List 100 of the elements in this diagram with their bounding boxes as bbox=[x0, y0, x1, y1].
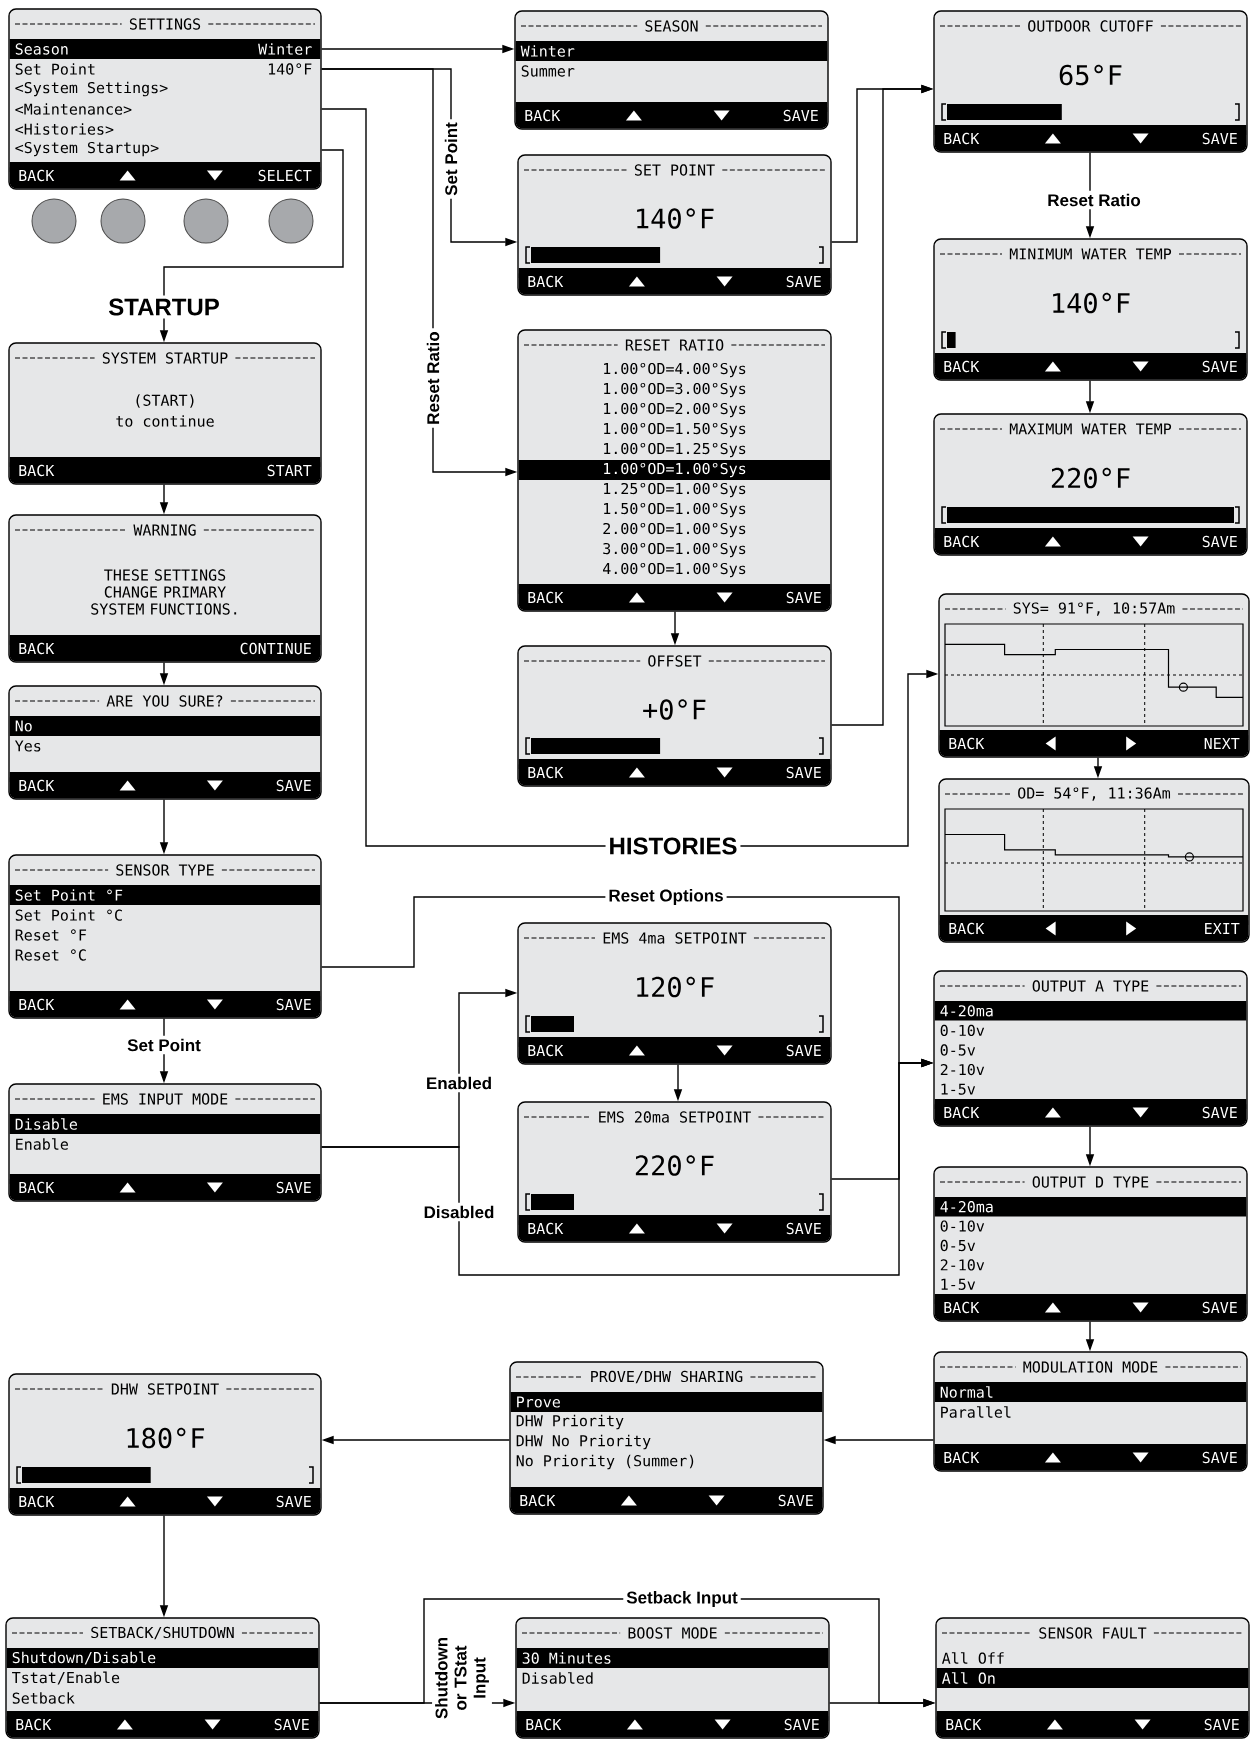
lcd-screen bbox=[8, 685, 322, 800]
menu-item: Summer bbox=[521, 65, 575, 77]
softkey-label: BACK bbox=[19, 1495, 55, 1508]
selected-menu-item: Disable bbox=[9, 1114, 321, 1134]
softkey-label: SAVE bbox=[276, 779, 311, 792]
softkey-label: BACK bbox=[949, 922, 985, 935]
menu-item: 1.00°OD=2.00°Sys bbox=[604, 402, 746, 418]
menu-item: <System Settings> bbox=[15, 81, 168, 97]
screen-title: OUTPUT D TYPE bbox=[1032, 1176, 1149, 1188]
screen-title: SYSTEM STARTUP bbox=[102, 352, 228, 364]
menu-item: Parallel bbox=[941, 1406, 1011, 1418]
softkey-label: SAVE bbox=[1202, 1106, 1237, 1119]
menu-item: 0-5v bbox=[940, 1044, 976, 1056]
menu-item: 3.00°OD=1.00°Sys bbox=[603, 542, 746, 558]
menu-item: <Histories> bbox=[15, 123, 114, 135]
menu-item: DHW No Priority bbox=[516, 1434, 651, 1450]
selected-menu-item: Set Point °F bbox=[9, 885, 321, 905]
softkey-label: SAVE bbox=[786, 1044, 821, 1057]
softkey-label: EXIT bbox=[1205, 923, 1240, 934]
softkey-label: BACK bbox=[526, 1718, 562, 1731]
lcd-screen bbox=[933, 970, 1248, 1127]
softkey-label: BACK bbox=[944, 1106, 980, 1119]
selected-menu-item: 30 Minutes bbox=[516, 1648, 829, 1668]
softkey-label: BACK bbox=[19, 779, 55, 792]
screen-title: OUTPUT A TYPE bbox=[1032, 980, 1149, 992]
softkey-label: SAVE bbox=[786, 275, 821, 288]
lcd-screen bbox=[933, 413, 1248, 556]
menu-item: 2-10v bbox=[940, 1259, 985, 1271]
softkey-label: BACK bbox=[944, 132, 980, 145]
menu-item: 2.00°OD=1.00°Sys bbox=[603, 522, 746, 538]
softkey-label: SAVE bbox=[274, 1718, 309, 1731]
screen-title: SET POINT bbox=[634, 164, 715, 176]
screen-title: SETBACK/SHUTDOWN bbox=[91, 1626, 234, 1640]
screen-title: SENSOR FAULT bbox=[1039, 1627, 1147, 1639]
screen-title: EMS INPUT MODE bbox=[103, 1093, 228, 1105]
selected-menu-item: 4-20ma bbox=[934, 1001, 1247, 1021]
lcd-screen bbox=[517, 645, 832, 787]
softkey-label: BACK bbox=[949, 737, 985, 750]
menu-item: Tstat/Enable bbox=[12, 1671, 120, 1685]
edge-label: HISTORIES bbox=[605, 834, 741, 858]
softkey-label: SAVE bbox=[1202, 132, 1237, 145]
value-readout: 120°F bbox=[637, 976, 714, 998]
edge-label: Reset Options bbox=[605, 886, 727, 908]
softkey-label: SAVE bbox=[1202, 360, 1237, 373]
menu-item: <System Startup> bbox=[15, 141, 159, 157]
value-readout: +0°F bbox=[643, 699, 706, 720]
edge-label: Reset Ratio bbox=[1044, 190, 1144, 210]
prompt-text: to continue bbox=[116, 415, 214, 427]
node-label: Set Point bbox=[15, 63, 95, 75]
lcd-screen bbox=[509, 1361, 824, 1515]
softkey-label: SAVE bbox=[276, 1181, 311, 1194]
softkey-label: BACK bbox=[944, 1301, 980, 1314]
menu-item: <Maintenance> bbox=[15, 103, 132, 115]
screen-title: BOOST MODE bbox=[628, 1627, 717, 1639]
menu-item: 1.25°OD=1.00°Sys bbox=[604, 482, 746, 498]
softkey-label: BACK bbox=[19, 169, 55, 182]
lcd-screen bbox=[938, 778, 1250, 943]
softkey-label: BACK bbox=[528, 766, 564, 779]
screen-title: OFFSET bbox=[648, 655, 702, 667]
screen-title: MODULATION MODE bbox=[1023, 1361, 1158, 1373]
lcd-screen bbox=[933, 1351, 1248, 1472]
lcd-screen bbox=[8, 342, 322, 485]
edge-label: Set Point bbox=[441, 119, 461, 199]
softkey-label: START bbox=[267, 464, 312, 477]
selected-menu-item: No bbox=[9, 716, 321, 736]
menu-item: 1.00°OD=1.50°Sys bbox=[604, 422, 746, 438]
edge-label: Disabled bbox=[420, 1202, 498, 1222]
menu-item: DHW Priority bbox=[516, 1414, 624, 1430]
screen-title: WARNING bbox=[133, 524, 196, 536]
softkey-label: SAVE bbox=[1204, 1718, 1239, 1731]
value-readout: 140°F bbox=[1053, 292, 1130, 314]
menu-item: Disabled bbox=[522, 1672, 593, 1684]
softkey-label: BACK bbox=[16, 1718, 52, 1731]
softkey-label: BACK bbox=[520, 1494, 556, 1507]
softkey-label: SAVE bbox=[276, 1495, 311, 1508]
softkey-label: CONTINUE bbox=[240, 642, 311, 655]
edge-label: STARTUP bbox=[105, 295, 223, 319]
value-readout: 140°F bbox=[637, 208, 714, 229]
menu-item: 0-10v bbox=[940, 1220, 985, 1232]
softkey-label: SELECT bbox=[258, 169, 312, 182]
softkey-label: SAVE bbox=[1202, 535, 1237, 548]
lcd-screen bbox=[517, 1101, 832, 1243]
lcd-screen bbox=[938, 593, 1250, 758]
selected-menu-item: Shutdown/Disable bbox=[6, 1648, 319, 1668]
screen-title: ARE YOU SURE? bbox=[106, 695, 223, 707]
selected-menu-item: 1.00°OD=1.00°Sys bbox=[518, 460, 831, 480]
softkey-label: SAVE bbox=[1202, 1451, 1237, 1464]
lcd-screen bbox=[933, 238, 1248, 381]
lcd-screen bbox=[515, 1617, 830, 1739]
softkey-label: BACK bbox=[528, 1222, 564, 1235]
softkey-label: NEXT bbox=[1204, 738, 1240, 749]
selected-menu-item: Season Winter bbox=[9, 39, 321, 59]
screen-title: RESET RATIO bbox=[625, 339, 724, 351]
node-label: Season bbox=[15, 43, 68, 55]
screen-title: SETTINGS bbox=[129, 18, 201, 30]
softkey-label: SAVE bbox=[786, 1222, 821, 1235]
menu-item: No Priority (Summer) bbox=[516, 1454, 694, 1470]
value-readout: 180°F bbox=[127, 1427, 205, 1449]
node-label: Winter bbox=[258, 43, 312, 55]
screen-title: MAXIMUM WATER TEMP bbox=[1009, 423, 1172, 435]
